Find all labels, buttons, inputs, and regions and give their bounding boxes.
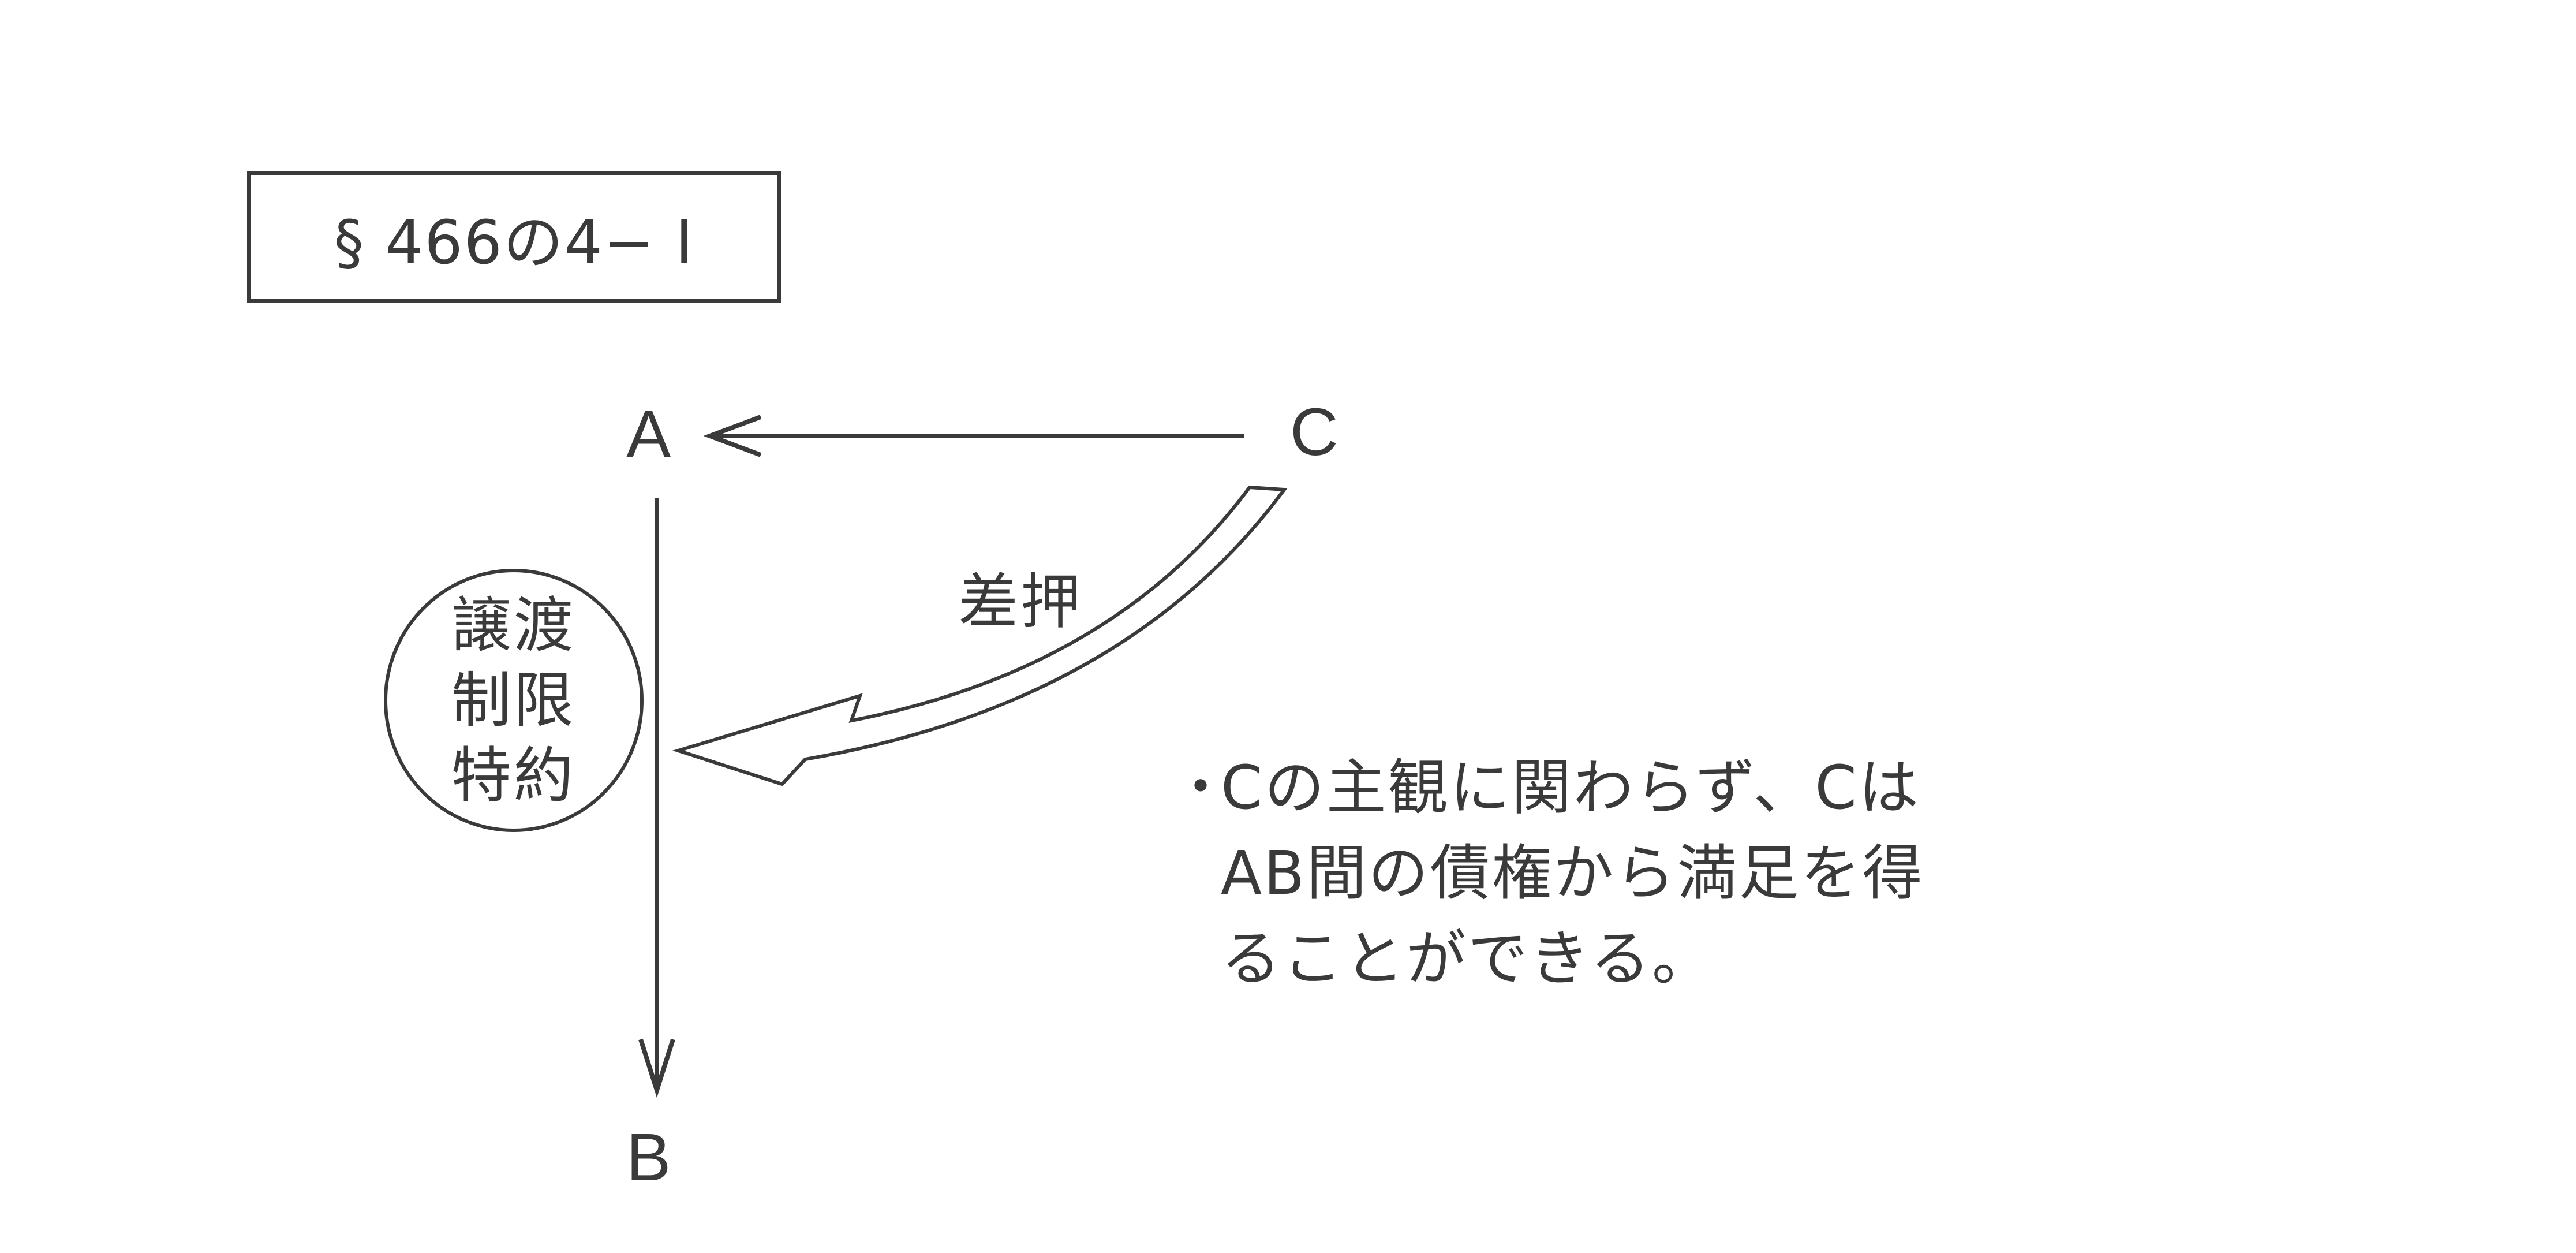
note-line: ることができる。 (1221, 923, 1714, 994)
seizure-label: 差押 (958, 566, 1083, 637)
restriction-clause-line: 制限 (451, 665, 576, 736)
note-line: Cの主観に関わらず、Cは (1221, 752, 1920, 823)
restriction-clause-line: 譲渡 (451, 590, 576, 661)
arrow-a-to-b (638, 498, 675, 1098)
node-c-label: C (1290, 394, 1339, 469)
arrow-c-to-a (703, 415, 1244, 457)
node-b-label: B (626, 1120, 671, 1195)
section-title-box: § 466の4− Ⅰ (247, 171, 781, 303)
section-title: § 466の4− Ⅰ (334, 207, 694, 278)
seizure-arrow (672, 485, 1288, 786)
node-a-label: A (626, 397, 671, 472)
restriction-clause-ellipse (384, 569, 644, 832)
note-bullet: ・ (1172, 754, 1229, 821)
note-line: AB間の債権から満足を得 (1221, 838, 1924, 908)
restriction-clause: 譲渡 制限 特約 (382, 569, 645, 832)
restriction-clause-line: 特約 (451, 740, 576, 811)
note-block: ・ Cの主観に関わらず、Cは AB間の債権から満足を得 ることができる。 (1172, 745, 2118, 1001)
